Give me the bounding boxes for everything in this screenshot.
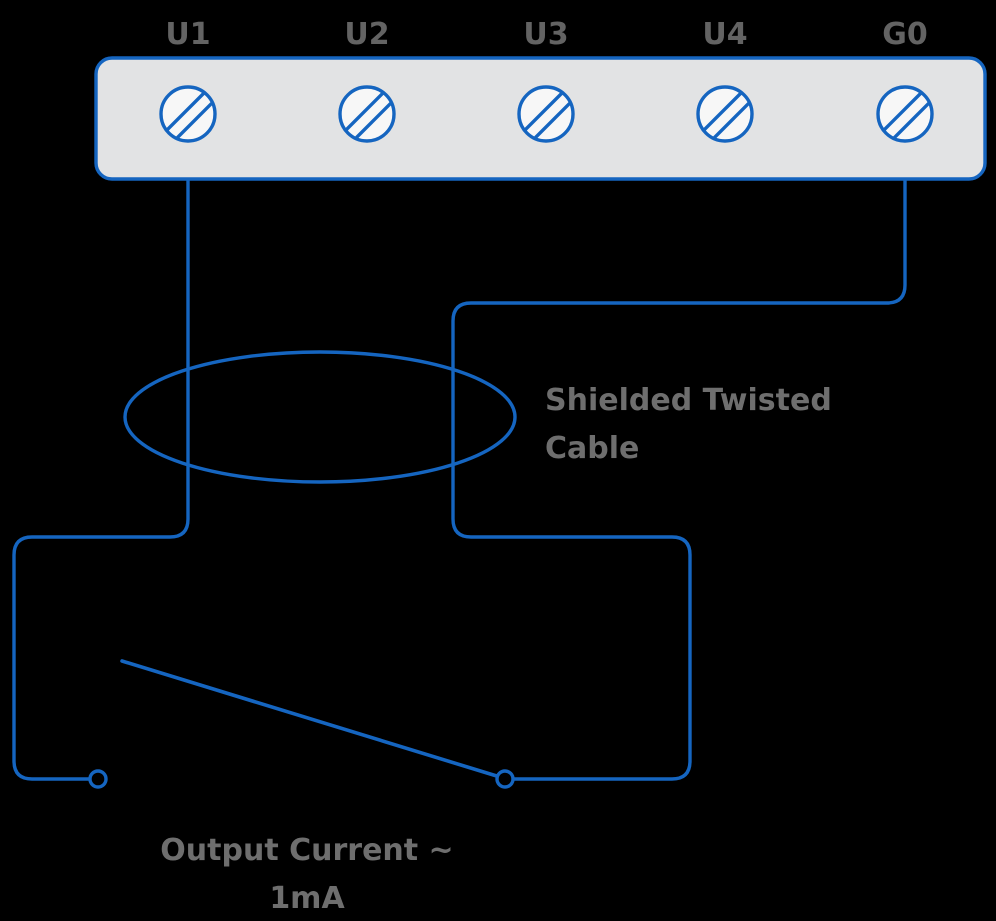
- terminal-label-u4: U4: [702, 17, 747, 52]
- shield-annotation-line1: Shielded Twisted: [545, 383, 832, 418]
- terminal-label-u1: U1: [165, 17, 210, 52]
- switch-contact-left[interactable]: [88, 769, 108, 789]
- wire-u1-signal: [12, 177, 190, 781]
- wire-group: [12, 177, 907, 781]
- wire-g0-shield: [451, 177, 907, 781]
- switch-blade[interactable]: [120, 659, 502, 779]
- terminal-label-u3: U3: [523, 17, 568, 52]
- screw-terminal-u3[interactable]: [517, 85, 578, 146]
- switch-contact-right[interactable]: [495, 769, 515, 789]
- screw-terminals-group: [159, 85, 937, 146]
- screw-terminal-u1[interactable]: [159, 85, 220, 146]
- screw-terminal-u2[interactable]: [338, 85, 399, 146]
- output-switch[interactable]: [88, 659, 515, 789]
- screw-terminal-u4[interactable]: [696, 85, 757, 146]
- output-caption-line2: 1mA: [269, 881, 345, 916]
- shield-ellipse: [123, 350, 517, 484]
- terminal-label-g0: G0: [882, 17, 928, 52]
- output-caption-line1: Output Current ~: [160, 833, 453, 868]
- screw-terminal-g0[interactable]: [876, 85, 937, 146]
- terminal-label-u2: U2: [344, 17, 389, 52]
- shield-annotation-line2: Cable: [545, 431, 639, 466]
